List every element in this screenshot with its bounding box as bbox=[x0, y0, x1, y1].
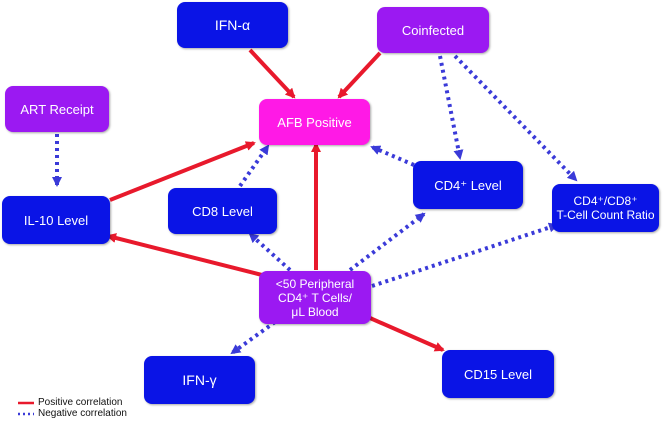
node-periph-label-line2: CD4⁺ T Cells/ bbox=[278, 290, 352, 305]
edge-periph-il10 bbox=[106, 233, 263, 277]
edge-periph-ratio bbox=[371, 222, 559, 288]
node-peripheral-cd4: <50 Peripheral CD4⁺ T Cells/ μL Blood bbox=[259, 271, 371, 324]
edge-periph-cd8 bbox=[248, 232, 292, 272]
node-ratio-label-line2: T-Cell Count Ratio bbox=[556, 208, 655, 222]
edge-coinfected-ratio bbox=[453, 54, 578, 182]
node-cd15-level-label: CD15 Level bbox=[464, 366, 532, 382]
node-ifn-gamma: IFN-γ bbox=[144, 356, 255, 404]
node-periph-label-line3: μL Blood bbox=[291, 304, 339, 319]
legend-positive-label: Positive correlation bbox=[38, 397, 123, 408]
node-cd4-level-label: CD4⁺ Level bbox=[434, 177, 502, 193]
node-periph-label-line1: <50 Peripheral bbox=[275, 276, 355, 291]
edge-cd4-afb bbox=[370, 145, 415, 167]
legend-negative: Negative correlation bbox=[16, 408, 127, 419]
edge-coinfected-cd4 bbox=[438, 55, 464, 160]
node-cd4-level: CD4⁺ Level bbox=[413, 161, 523, 209]
node-coinfected-label: Coinfected bbox=[401, 22, 465, 38]
edge-periph-cd15 bbox=[369, 316, 445, 352]
node-il10-level: IL-10 Level bbox=[2, 196, 110, 244]
node-art-receipt: ART Receipt bbox=[5, 86, 109, 132]
edge-ifn-alpha-afb bbox=[248, 48, 296, 99]
node-afb-positive: AFB Positive bbox=[259, 99, 370, 145]
node-afb-positive-label: AFB Positive bbox=[277, 114, 352, 130]
legend-negative-label: Negative correlation bbox=[38, 408, 127, 419]
node-ifn-gamma-label: IFN-γ bbox=[182, 371, 217, 388]
node-cd4-cd8-ratio: CD4⁺/CD8⁺ T-Cell Count Ratio bbox=[552, 184, 659, 232]
node-ratio-label-line1: CD4⁺/CD8⁺ bbox=[573, 194, 638, 208]
edge-coinfected-afb bbox=[337, 51, 382, 99]
edge-cd8-afb bbox=[238, 144, 270, 188]
legend: Positive correlation Negative correlatio… bbox=[16, 397, 127, 419]
node-ifn-alpha-label: IFN-α bbox=[214, 16, 251, 33]
node-coinfected: Coinfected bbox=[377, 7, 489, 53]
node-cd8-level: CD8 Level bbox=[168, 188, 277, 234]
node-cd8-level-label: CD8 Level bbox=[192, 203, 253, 219]
node-art-receipt-label: ART Receipt bbox=[20, 101, 94, 117]
edge-il10-afb bbox=[109, 141, 256, 202]
edge-periph-cd4 bbox=[348, 212, 426, 272]
node-ifn-alpha: IFN-α bbox=[177, 2, 288, 48]
edge-periph-ifn-gamma bbox=[230, 320, 277, 355]
node-il10-level-label: IL-10 Level bbox=[23, 212, 89, 228]
legend-positive: Positive correlation bbox=[16, 397, 127, 408]
node-cd15-level: CD15 Level bbox=[442, 350, 554, 398]
